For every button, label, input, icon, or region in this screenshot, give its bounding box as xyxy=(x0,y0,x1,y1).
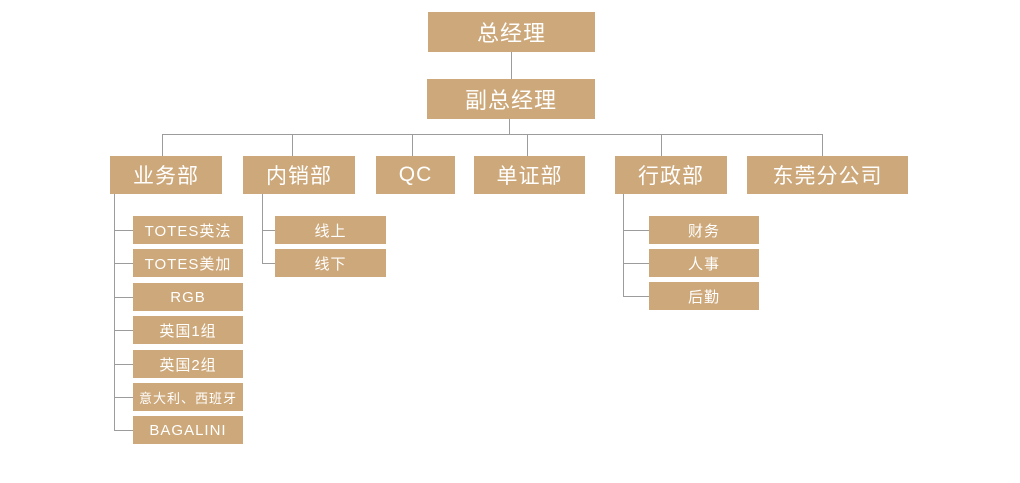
node-hr: 人事 xyxy=(649,249,759,277)
connector-stub xyxy=(623,263,649,264)
node-uk-group-1: 英国1组 xyxy=(133,316,243,344)
node-offline: 线下 xyxy=(275,249,386,277)
connector-stub xyxy=(114,364,133,365)
node-dept-documentation: 单证部 xyxy=(474,156,585,194)
node-dept-domestic-sales: 内销部 xyxy=(243,156,355,194)
node-totes-us-canada: TOTES美加 xyxy=(133,249,243,277)
connector-stub xyxy=(114,330,133,331)
node-branch-dongguan: 东莞分公司 xyxy=(747,156,908,194)
connector-drop-dongguan xyxy=(822,134,823,156)
node-online: 线上 xyxy=(275,216,386,244)
node-bagalini: BAGALINI xyxy=(133,416,243,444)
connector-trunk-domestic xyxy=(262,194,263,264)
connector-drop-business xyxy=(162,134,163,156)
node-uk-group-2: 英国2组 xyxy=(133,350,243,378)
connector-stub xyxy=(262,230,275,231)
connector-deputy-bus xyxy=(509,119,510,134)
node-totes-uk-france: TOTES英法 xyxy=(133,216,243,244)
connector-trunk-business xyxy=(114,194,115,431)
connector-drop-qc xyxy=(412,134,413,156)
connector-stub xyxy=(114,297,133,298)
connector-stub xyxy=(262,263,275,264)
node-logistics: 后勤 xyxy=(649,282,759,310)
connector-drop-documentation xyxy=(527,134,528,156)
connector-stub xyxy=(114,263,133,264)
connector-stub xyxy=(114,430,133,431)
connector-trunk-admin xyxy=(623,194,624,297)
connector-drop-domestic xyxy=(292,134,293,156)
node-dept-admin: 行政部 xyxy=(615,156,727,194)
node-dept-business: 业务部 xyxy=(110,156,222,194)
node-finance: 财务 xyxy=(649,216,759,244)
node-rgb: RGB xyxy=(133,283,243,311)
connector-root-deputy xyxy=(511,52,512,79)
node-general-manager: 总经理 xyxy=(428,12,595,52)
node-dept-qc: QC xyxy=(376,156,455,194)
connector-stub xyxy=(623,296,649,297)
connector-stub xyxy=(623,230,649,231)
node-deputy-general-manager: 副总经理 xyxy=(427,79,595,119)
connector-stub xyxy=(114,397,133,398)
connector-drop-admin xyxy=(661,134,662,156)
node-italy-spain: 意大利、西班牙 xyxy=(133,383,243,411)
connector-stub xyxy=(114,230,133,231)
connector-bus-line xyxy=(162,134,823,135)
